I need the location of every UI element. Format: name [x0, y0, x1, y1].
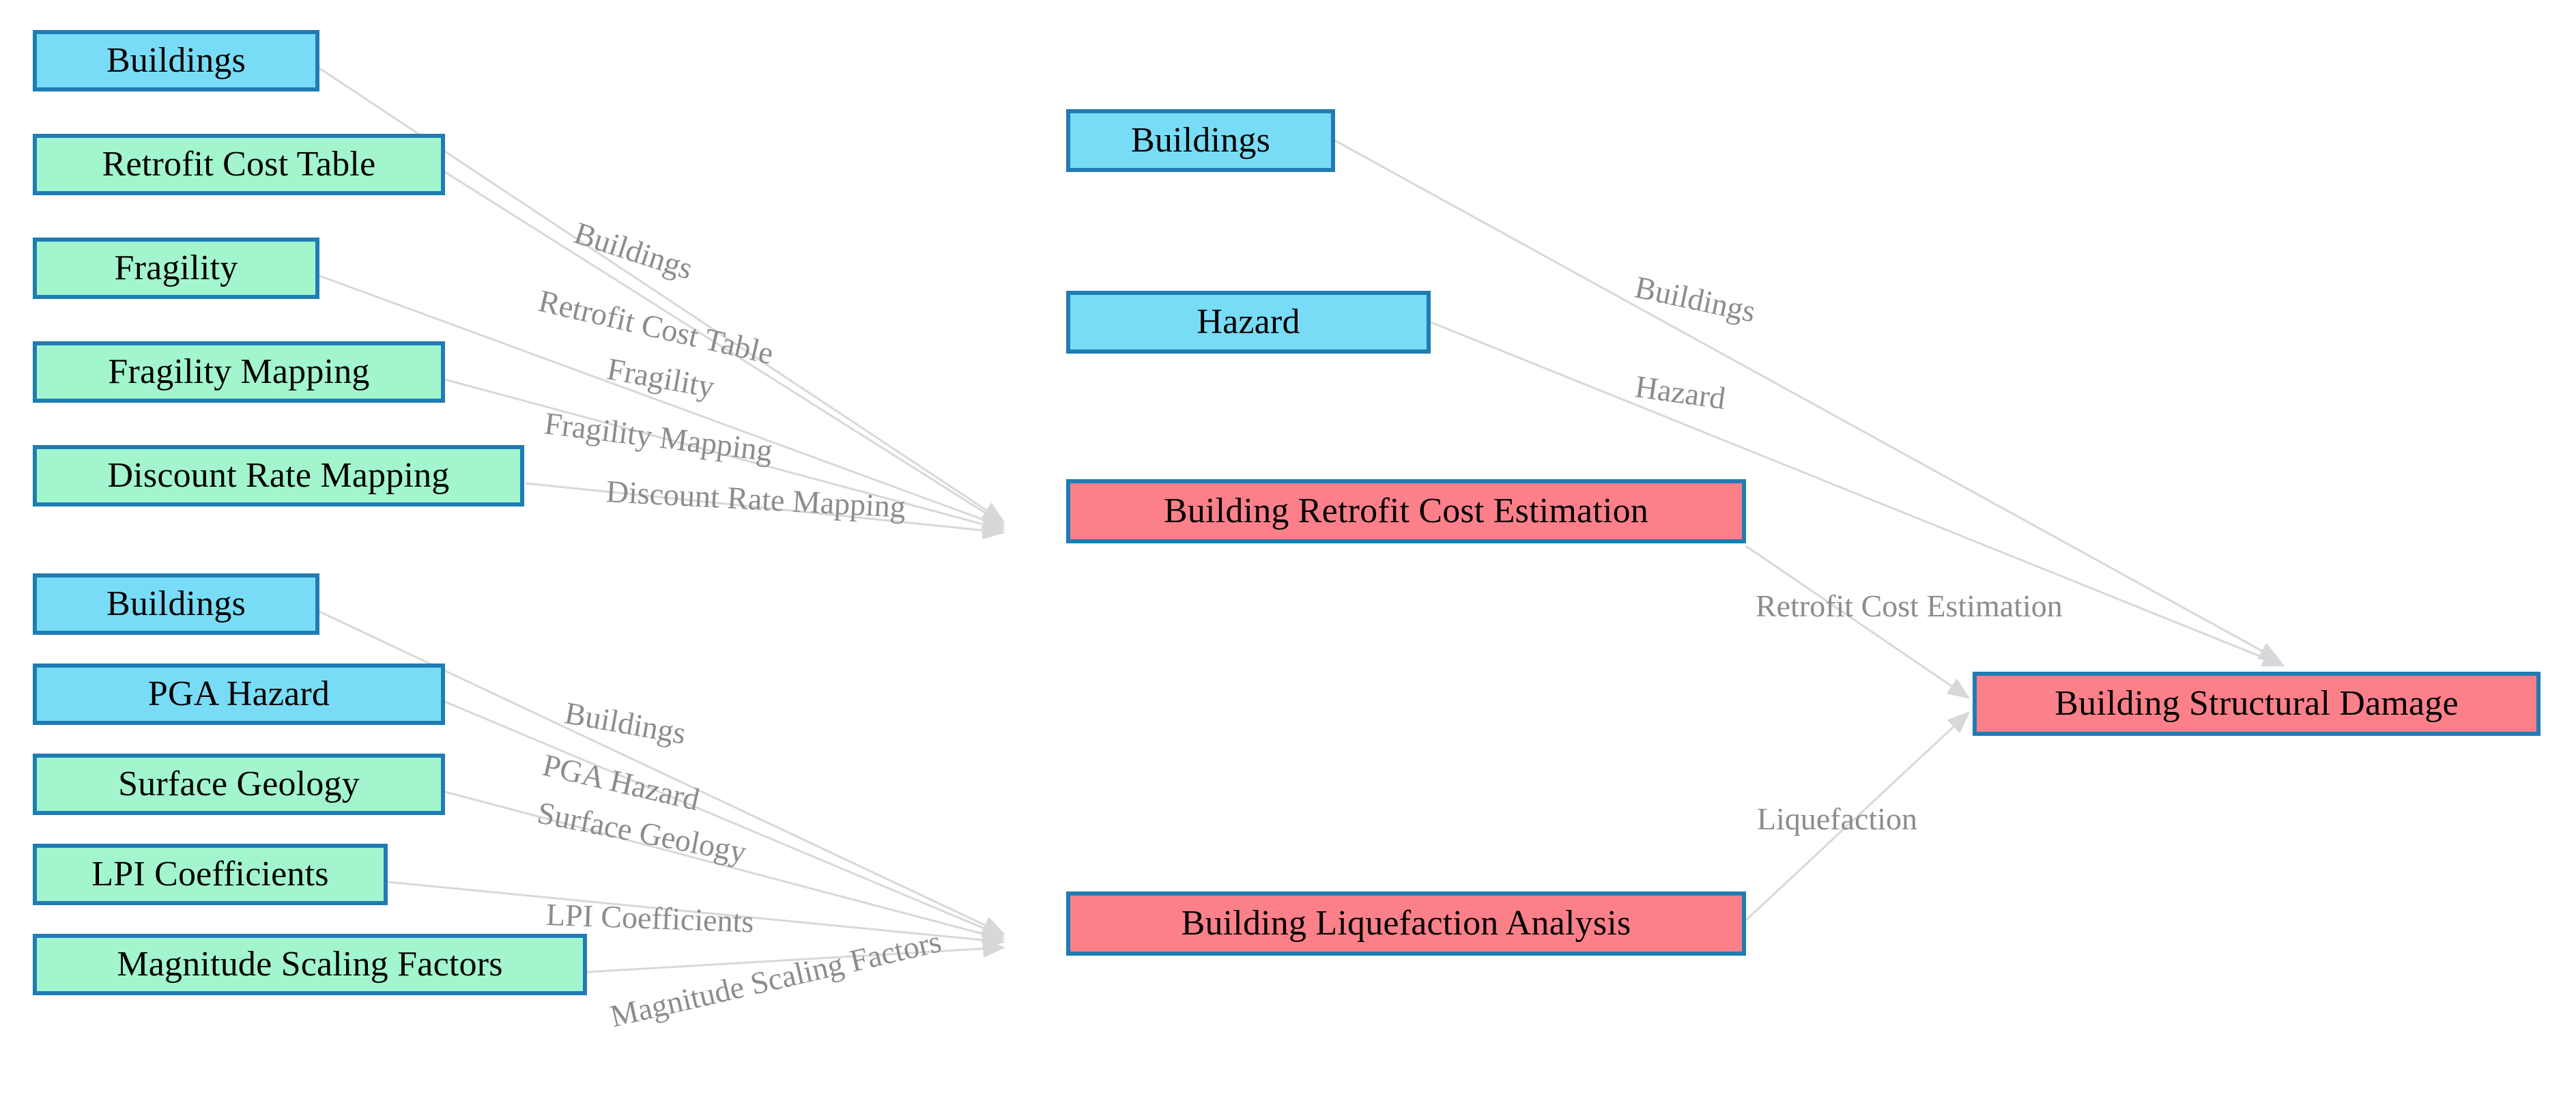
edge-n9-to-n14 — [387, 881, 1005, 950]
node-n13[interactable]: Building Retrofit Cost Estimation — [1066, 479, 1746, 543]
edge-n7-to-n14 — [444, 700, 1005, 938]
node-n9[interactable]: LPI Coefficients — [33, 844, 388, 905]
edge-label: LPI Coefficients — [545, 897, 755, 939]
edge-n11-to-n15 — [1334, 139, 2282, 662]
node-n6[interactable]: Buildings — [33, 573, 319, 635]
edge-n10-to-n14 — [586, 939, 1005, 973]
node-n4[interactable]: Fragility Mapping — [33, 341, 445, 403]
edge-n2-to-n13 — [444, 171, 1005, 526]
node-n7[interactable]: PGA Hazard — [33, 663, 445, 725]
edge-label: Surface Geology — [534, 795, 749, 870]
node-n10[interactable]: Magnitude Scaling Factors — [33, 934, 587, 995]
edge-label: PGA Hazard — [539, 747, 703, 817]
edge-label: Buildings — [570, 215, 698, 287]
edge-label: Fragility — [604, 351, 717, 405]
node-n12[interactable]: Hazard — [1066, 291, 1431, 354]
edge-n8-to-n14 — [444, 790, 1005, 943]
edge-label: Buildings — [562, 695, 689, 751]
node-n5[interactable]: Discount Rate Mapping — [33, 445, 524, 506]
node-n2[interactable]: Retrofit Cost Table — [33, 134, 445, 195]
node-n8[interactable]: Surface Geology — [33, 754, 445, 815]
edge-label: Retrofit Cost Table — [535, 283, 777, 371]
node-n15[interactable]: Building Structural Damage — [1973, 672, 2541, 736]
node-n14[interactable]: Building Liquefaction Analysis — [1066, 891, 1746, 956]
edge-label: Discount Rate Mapping — [605, 474, 907, 524]
node-n1[interactable]: Buildings — [33, 30, 319, 91]
edge-n13-to-n15 — [1745, 545, 1971, 699]
edge-n5-to-n13 — [525, 482, 1005, 540]
edge-label: Magnitude Scaling Factors — [607, 924, 945, 1034]
edge-n14-to-n15 — [1745, 711, 1971, 922]
edge-label: Retrofit Cost Estimation — [1756, 588, 2063, 623]
edge-label: Liquefaction — [1757, 801, 1918, 836]
node-n11[interactable]: Buildings — [1066, 109, 1335, 172]
node-n3[interactable]: Fragility — [33, 238, 319, 299]
edge-n4-to-n13 — [444, 378, 1005, 534]
edge-label: Buildings — [1631, 269, 1759, 329]
edge-label: Hazard — [1633, 369, 1728, 416]
edge-label: Fragility Mapping — [542, 405, 775, 468]
